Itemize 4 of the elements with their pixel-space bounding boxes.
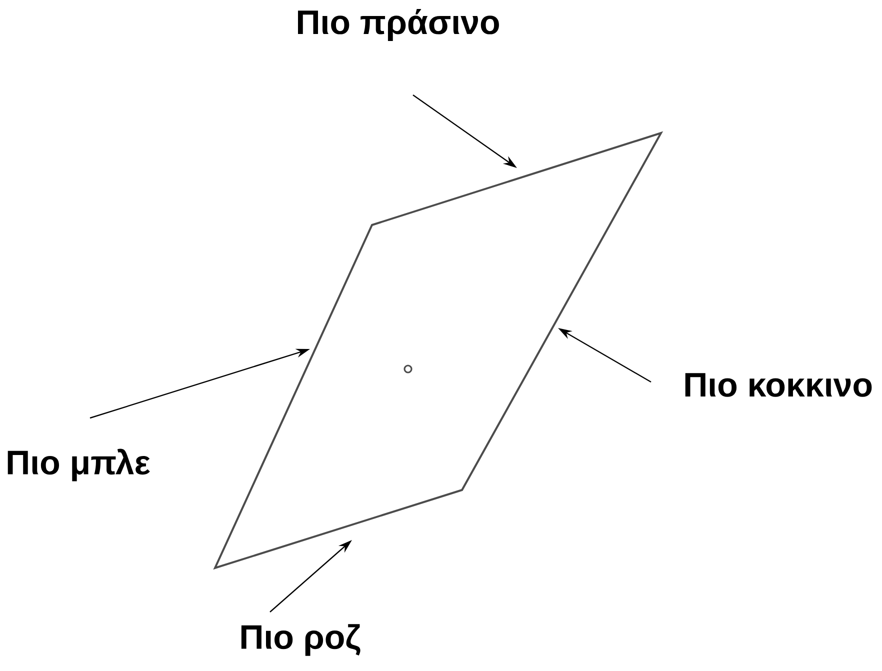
callout-label: Πιο πράσινο xyxy=(298,8,499,42)
callout-label: Πιο μπλε xyxy=(8,448,150,482)
callout-label: Πιο κοκκινο xyxy=(685,373,872,397)
callout-label: Πιο ροζ xyxy=(241,624,360,656)
